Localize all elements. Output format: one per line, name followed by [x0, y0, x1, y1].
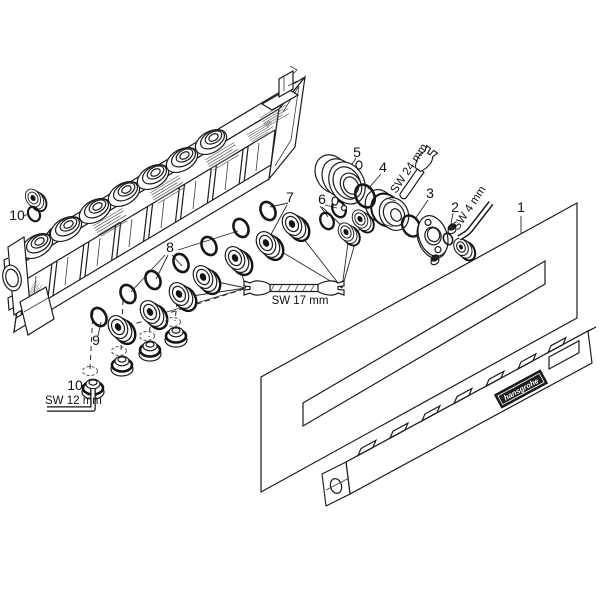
- callout-8: 8: [166, 239, 174, 255]
- allen-key-sw4: [457, 201, 494, 241]
- manifold-body: [2, 65, 306, 336]
- callout-3: 3: [426, 185, 434, 201]
- callouts: 1 2 3 4 5 6 7 8 9 10 10: [9, 144, 525, 393]
- collar-lug: [355, 160, 363, 170]
- bar-end-lines: [321, 473, 350, 507]
- plaster-panel: [260, 201, 578, 494]
- callout-10-bottom: 10: [67, 377, 83, 393]
- wrench-sw17: [243, 280, 345, 296]
- label-sw17: SW 17 mm: [272, 295, 329, 307]
- callout-6: 6: [318, 191, 326, 207]
- label-sw12: SW 12 mm: [45, 395, 102, 407]
- callout-1: 1: [517, 199, 525, 215]
- collar-lug: [331, 196, 339, 206]
- manifold-left-flange: [2, 235, 55, 336]
- panel-outline: [260, 201, 578, 494]
- part-9-o-ring: [87, 304, 111, 330]
- bar-notch-tabs: [356, 336, 568, 457]
- callout-7: 7: [286, 189, 294, 205]
- manifold-end-bracket: [260, 65, 300, 111]
- bar-right-slot: [548, 339, 580, 371]
- panel-slot: [302, 259, 546, 428]
- part-5-collar: [314, 154, 366, 212]
- part-2-fitting: [429, 221, 477, 267]
- allen-key-sw12: [47, 389, 96, 412]
- trim-bar: hansgrohe: [321, 326, 597, 507]
- bar-end-cap: [321, 461, 351, 507]
- callout-2: 2: [451, 199, 459, 215]
- wrench-sw24: [399, 144, 439, 200]
- callout-10-top: 10: [9, 207, 25, 223]
- manifold-cell-interiors: [32, 142, 260, 305]
- part-10-top-plug: [21, 185, 51, 225]
- collar-screw: [340, 204, 348, 212]
- callout-9: 9: [92, 332, 100, 348]
- cartridge-hex-lines: [382, 197, 397, 228]
- mounting-flange: [416, 215, 449, 259]
- callout-5: 5: [353, 144, 361, 160]
- callout-4: 4: [379, 159, 387, 175]
